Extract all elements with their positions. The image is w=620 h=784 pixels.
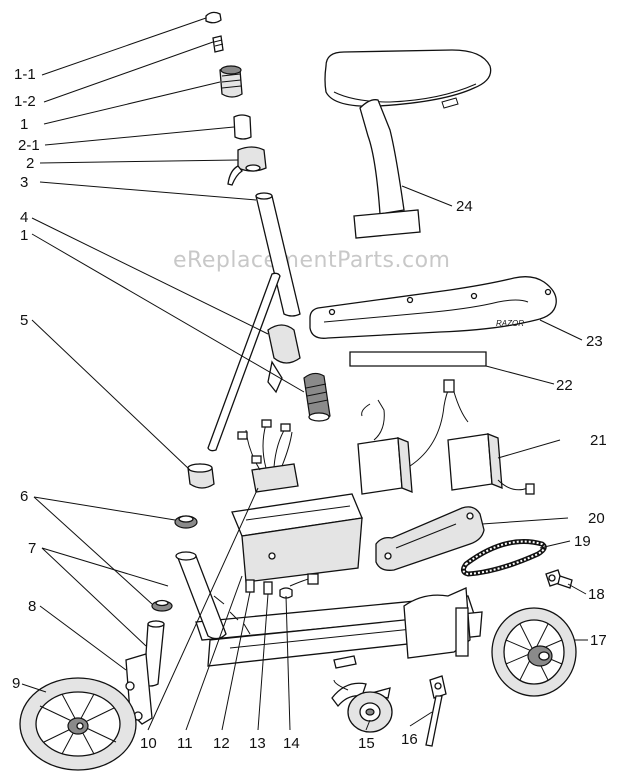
stem-clamp-assembly bbox=[207, 272, 331, 452]
part-24-seat bbox=[324, 49, 492, 239]
part-22-deck-plate bbox=[349, 351, 487, 367]
part-19-chain bbox=[460, 539, 547, 577]
part-1-2-bolt bbox=[212, 35, 224, 53]
callout-9: 9 bbox=[12, 675, 20, 692]
callout-22: 22 bbox=[556, 377, 573, 394]
part-4-stem-clamp bbox=[267, 324, 301, 364]
part-17-rear-wheel bbox=[491, 607, 577, 697]
part-15-motor bbox=[331, 679, 393, 733]
callout-2-1: 2-1 bbox=[18, 137, 40, 154]
callout-17: 17 bbox=[590, 632, 607, 649]
callout-8: 8 bbox=[28, 598, 36, 615]
callout-1-1: 1-1 bbox=[14, 66, 36, 83]
part-21-batteries bbox=[357, 379, 535, 495]
part-18-axle-bolt bbox=[545, 569, 573, 589]
callout-12: 12 bbox=[213, 735, 230, 752]
watermark-text: eReplacementParts.com bbox=[173, 248, 450, 273]
callout-7: 7 bbox=[28, 540, 36, 557]
part-12-13-14-connectors bbox=[245, 573, 319, 599]
callout-21: 21 bbox=[590, 432, 607, 449]
part-1-1-end-cap bbox=[205, 11, 222, 24]
callout-1-2: 1-2 bbox=[14, 93, 36, 110]
battery-box bbox=[231, 493, 363, 583]
callout-15: 15 bbox=[358, 735, 375, 752]
callout-4: 4 bbox=[20, 209, 28, 226]
callout-labels: 1-1 1-2 1 2-1 2 3 4 1 5 6 7 8 9 10 11 12… bbox=[12, 66, 607, 752]
part-2-1-collar bbox=[233, 114, 252, 140]
leader-lines bbox=[21, 17, 588, 731]
handlebar-assembly bbox=[205, 11, 301, 317]
callout-16: 16 bbox=[401, 731, 418, 748]
callout-3: 3 bbox=[20, 174, 28, 191]
part-1-grip-top bbox=[219, 65, 243, 98]
callout-20: 20 bbox=[588, 510, 605, 527]
part-5-clamp-ring bbox=[187, 463, 215, 489]
callout-6: 6 bbox=[20, 488, 28, 505]
controller-wiring-harness bbox=[237, 419, 299, 493]
callout-1-top: 1 bbox=[20, 116, 28, 133]
steering-stem-tube bbox=[207, 272, 281, 452]
callout-11: 11 bbox=[177, 735, 193, 752]
callout-10: 10 bbox=[140, 735, 157, 752]
callout-23: 23 bbox=[586, 333, 603, 350]
callout-1-mid: 1 bbox=[20, 227, 28, 244]
callout-2: 2 bbox=[26, 155, 34, 172]
part-3-handlebar-tube bbox=[255, 192, 301, 317]
callout-18: 18 bbox=[588, 586, 605, 603]
part-9-front-wheel bbox=[19, 677, 137, 771]
callout-19: 19 bbox=[574, 533, 591, 550]
callout-5: 5 bbox=[20, 312, 28, 329]
part-20-chain-guard bbox=[375, 506, 485, 571]
callout-13: 13 bbox=[249, 735, 266, 752]
part-16-kickstand bbox=[425, 675, 447, 747]
callout-24: 24 bbox=[456, 198, 473, 215]
part-2-throttle bbox=[227, 146, 267, 186]
deck-logo: RAZOR bbox=[496, 319, 524, 328]
part-23-deck: RAZOR bbox=[309, 276, 557, 339]
part-7-8-front-fork bbox=[125, 620, 165, 725]
part-6-headset-bearings bbox=[151, 515, 198, 612]
callout-14: 14 bbox=[283, 735, 300, 752]
